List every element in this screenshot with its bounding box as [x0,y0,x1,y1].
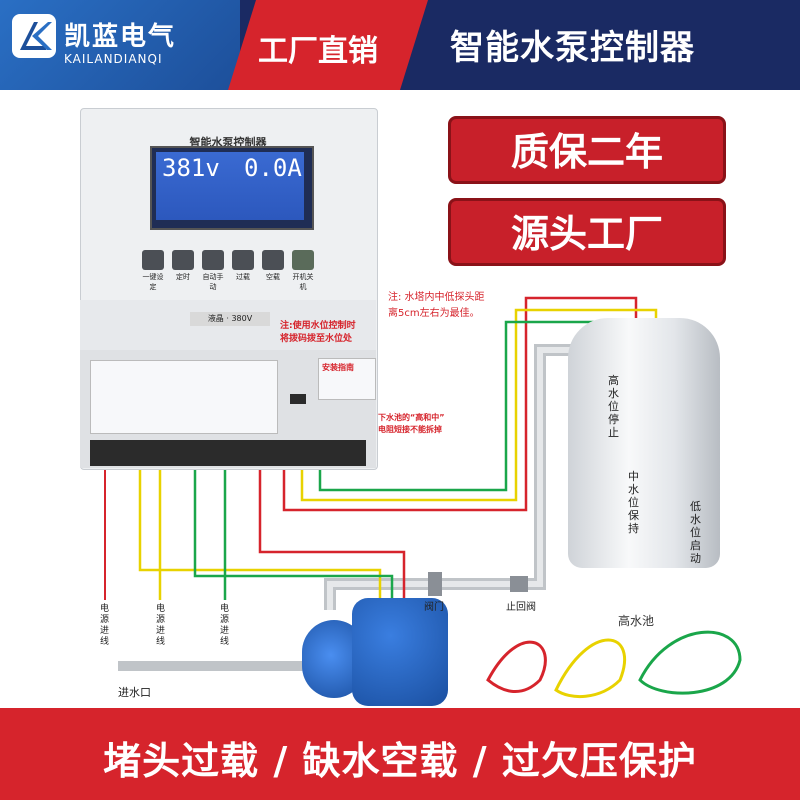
button-label: 一键设定 [142,273,164,291]
factory-tag-text: 工厂直销 [258,34,378,69]
red-wire-coil-icon [486,640,547,694]
check-valve-icon [510,576,528,592]
dip-switch-icon[interactable] [290,394,306,404]
check-valve-label: 止回阀 [506,602,536,613]
terminal-strip [90,440,366,466]
low-level-label: 低水位启动 [690,500,701,565]
install-guide-box [318,358,376,400]
power-line-label: 电源进线 [156,604,166,647]
water-level-note-line1: 注:使用水位控制时 [280,321,356,331]
water-level-note-line2: 将拨码拨至水位处 [280,334,353,344]
mid-level-label: 中水位保持 [628,470,639,535]
high-level-label: 高水位停止 [608,374,619,439]
lower-tank-tip-line1: 下水池的“高和中” [378,413,445,422]
valve-icon [428,572,442,596]
factory-tag [228,0,428,90]
button-label: 过载 [236,273,250,281]
footer-bar [0,708,800,800]
tank-caption: 高水池 [618,614,655,628]
power-line-label: 电源进线 [100,604,110,647]
button-label: 自动手动 [202,273,224,291]
one-key-setup-button[interactable] [142,250,164,270]
lcd-screen [156,152,304,220]
brand-name: 凯蓝电气 [64,22,177,52]
no-load-button[interactable] [262,250,284,270]
timer-button[interactable] [172,250,194,270]
protection-features: 堵头过载 / 缺水空载 / 过欠压保护 [103,739,697,783]
water-tank [568,318,720,568]
product-title: 智能水泵控制器 [450,28,695,68]
inlet-label: 进水口 [118,686,151,699]
lower-tank-tip-line2: 电阻短接不能拆掉 [378,425,442,434]
water-pump [352,598,448,706]
power-on-off-button[interactable] [292,250,314,270]
source-factory-badge: 源头工厂 [448,198,726,266]
install-guide-title: 安装指南 [322,363,354,372]
controller-title: 智能水泵控制器 [189,136,267,149]
valve-label: 阀门 [424,602,444,613]
button-label: 定时 [176,273,190,281]
rating-label: 液晶 · 380V [190,312,270,326]
brand-logo-icon [12,14,56,58]
green-wire-coil-icon [638,630,742,695]
yellow-wire-coil-icon [554,638,627,699]
lcd-voltage: 381v [162,154,220,182]
auto-manual-button[interactable] [202,250,224,270]
button-label: 空载 [266,273,280,281]
tower-note-line2: 离5cm左右为最佳。 [388,308,480,319]
button-label: 开机关机 [292,273,314,291]
overload-button[interactable] [232,250,254,270]
power-line-label: 电源进线 [220,604,230,647]
lcd-current: 0.0A [244,154,302,182]
tower-note-line1: 注: 水塔内中低探头距 [388,292,485,303]
brand-name-en: KAILANDIANQI [64,52,163,66]
info-sheet [90,360,278,434]
warranty-badge: 质保二年 [448,116,726,184]
